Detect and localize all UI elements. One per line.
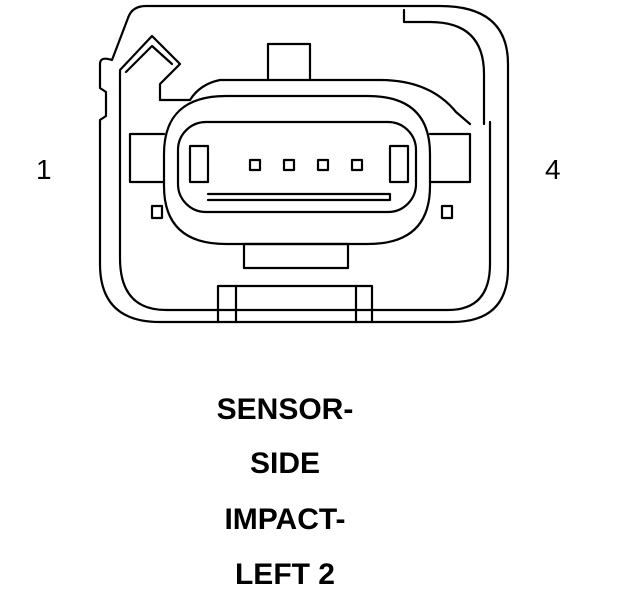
latch-arm	[118, 34, 182, 102]
pin-label-right: 4	[545, 154, 561, 185]
terminal-group	[248, 158, 364, 172]
latch-arm-inner	[124, 44, 174, 74]
caption-line-3: IMPACT-	[224, 503, 346, 536]
pin-label-left: 1	[36, 154, 52, 185]
shroud-rib-right	[428, 132, 472, 184]
polarizing-slot-right	[388, 144, 410, 184]
housing-shoulder-right	[402, 8, 486, 126]
connector-housing-outline	[98, 4, 510, 324]
caption-line-2: SIDE	[249, 447, 321, 480]
plug-cavity	[176, 120, 418, 214]
housing-top-rail	[158, 78, 472, 126]
terminal-pin-3	[316, 158, 330, 172]
shroud-rib-left	[128, 132, 166, 184]
caption-line-4: LEFT 2	[234, 558, 335, 591]
connector-housing-inner-outline	[118, 92, 492, 312]
terminal-pin-1	[248, 158, 262, 172]
mount-square-left	[150, 204, 164, 220]
caption-line-1: SENSOR-	[216, 393, 354, 426]
latch-tab	[266, 42, 312, 82]
bottom-key	[216, 284, 374, 324]
mount-square-right	[440, 204, 454, 220]
bottom-lock-tab	[242, 242, 350, 270]
cavity-bottom-bar	[206, 192, 392, 202]
plug-shroud	[162, 94, 432, 246]
polarizing-slot-left	[188, 144, 210, 184]
terminal-pin-4	[350, 158, 364, 172]
terminal-pin-2	[282, 158, 296, 172]
